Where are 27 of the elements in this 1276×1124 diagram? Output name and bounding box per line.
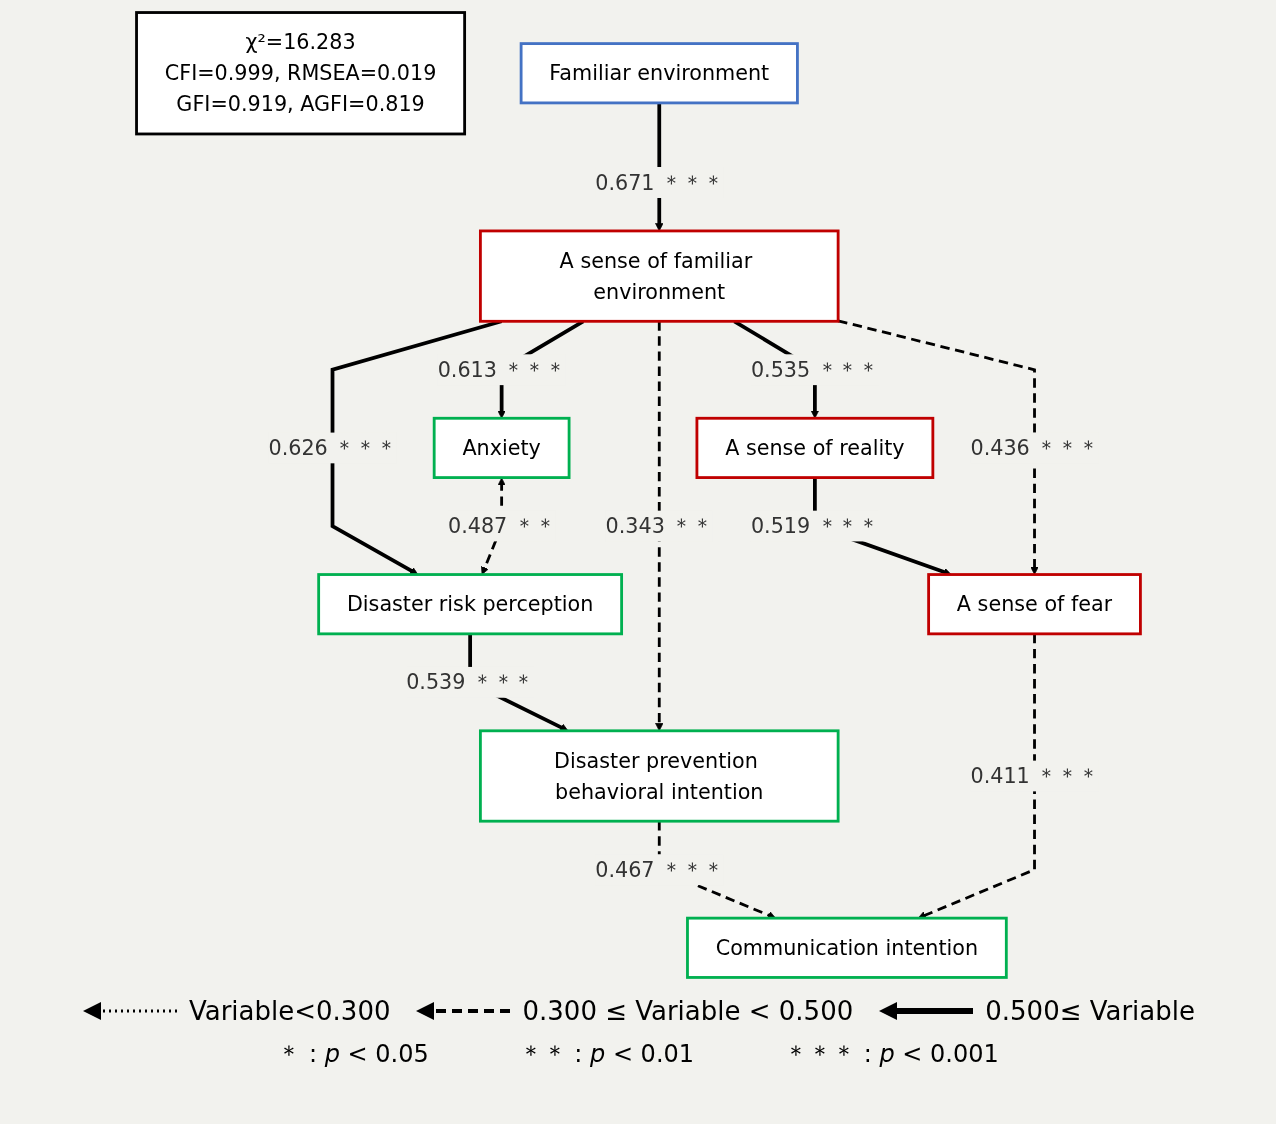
node-box: A sense of familiar environment: [478, 229, 840, 323]
edge-label: 0.626 ＊＊＊: [268, 436, 397, 460]
edge-label: 0.539 ＊＊＊: [405, 670, 534, 695]
edge-label: 0.343 ＊＊: [605, 514, 713, 538]
edge-label: 0.487 ＊＊: [447, 514, 555, 538]
edge-label: 0.519 ＊＊＊: [750, 514, 879, 538]
legend-text: 0.500≤ Variable: [985, 996, 1195, 1026]
significance-note: ＊＊＊ : p < 0.001: [784, 1039, 999, 1070]
edge-label: 0.613 ＊＊＊: [437, 358, 566, 382]
node-box: A sense of fear: [926, 573, 1142, 636]
edge-label: 0.671 ＊＊＊: [594, 170, 723, 195]
node-box: Communication intention: [685, 916, 1008, 979]
edge-label: 0.467 ＊＊＊: [594, 857, 723, 882]
significance-note: ＊＊ : p < 0.01: [518, 1039, 695, 1070]
edge-label: 0.535 ＊＊＊: [750, 358, 879, 382]
node-box: Disaster risk perception: [316, 573, 623, 636]
node-box: A sense of reality: [695, 416, 934, 479]
node-box: Disaster prevention behavioral intention: [478, 729, 840, 823]
edge-label: 0.436 ＊＊＊: [970, 436, 1099, 460]
node-box: Familiar environment: [519, 42, 799, 105]
node-box: χ²=16.283 CFI=0.999, RMSEA=0.019 GFI=0.919, AGFI=0.819: [134, 11, 466, 136]
edge-label: 0.411 ＊＊＊: [970, 764, 1099, 788]
significance-note: ＊ : p < 0.05: [277, 1039, 429, 1070]
legend-text: Variable<0.300: [189, 996, 391, 1026]
node-box: Anxiety: [432, 416, 570, 479]
legend-text: 0.300 ≤ Variable < 0.500: [522, 996, 854, 1026]
arrow: [837, 319, 1039, 575]
